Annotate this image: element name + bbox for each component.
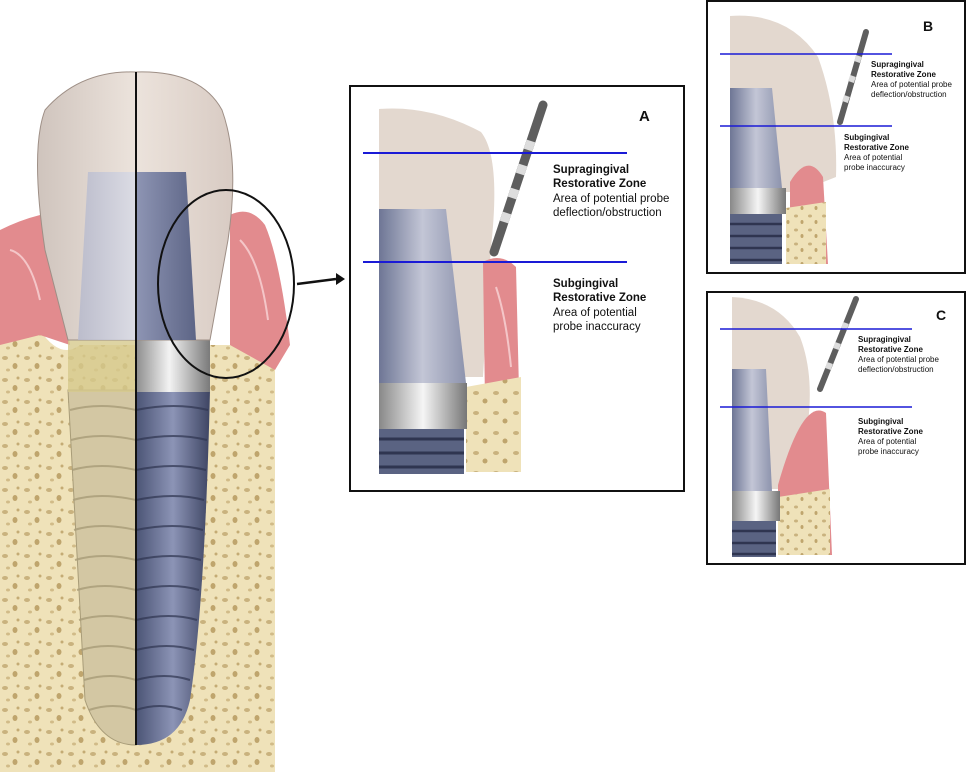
zone-title: Restorative Zone <box>858 345 923 354</box>
zone-description: deflection/obstruction <box>871 90 947 99</box>
implant-cross-section-illustration <box>0 0 345 772</box>
panel-c: C Supragingival Restorative Zone Area of… <box>706 291 966 565</box>
zone-title: Supragingival <box>553 164 630 176</box>
zone-title: Subgingival <box>858 417 904 426</box>
zone-description: Area of potential probe <box>871 80 952 89</box>
zone-description: probe inaccuracy <box>844 163 905 172</box>
zone-title: Supragingival <box>871 60 924 69</box>
zone-description: probe inaccuracy <box>553 321 641 334</box>
zone-title: Subgingival <box>553 278 619 290</box>
panel-b-illustration <box>720 15 892 264</box>
panel-letter: C <box>936 307 947 323</box>
zone-description: deflection/obstruction <box>858 365 934 374</box>
subgingival-zone-label: Subgingival Restorative Zone Area of pot… <box>553 277 646 335</box>
zone-description: Area of potential probe <box>858 355 939 364</box>
zone-description: Area of potential <box>553 306 637 319</box>
zone-title: Restorative Zone <box>844 143 909 152</box>
zone-description: probe inaccuracy <box>858 447 919 456</box>
zone-description: Area of potential <box>844 153 903 162</box>
supragingival-zone-label: Supragingival Restorative Zone Area of p… <box>858 335 939 375</box>
panel-c-illustration <box>720 296 912 557</box>
panel-b: B Supragingival Restorative Zone Area of… <box>706 0 966 274</box>
panel-a-illustration <box>363 100 627 474</box>
panel-letter: A <box>639 108 650 125</box>
zone-title: Restorative Zone <box>553 292 647 305</box>
subgingival-zone-label: Subgingival Restorative Zone Area of pot… <box>858 417 923 457</box>
magnify-region-oval <box>157 189 295 379</box>
supragingival-zone-label: Supragingival Restorative Zone Area of p… <box>871 60 952 100</box>
zone-description: deflection/obstruction <box>553 207 662 220</box>
supragingival-zone-label: Supragingival Restorative Zone Area of p… <box>553 163 669 221</box>
zone-description: Area of potential probe <box>553 192 670 205</box>
subgingival-zone-label: Subgingival Restorative Zone Area of pot… <box>844 133 909 173</box>
periodontal-probe-icon <box>489 100 548 257</box>
panel-a: A Supragingival Restorative Zone Area of… <box>349 85 685 492</box>
zone-description: Area of potential <box>858 437 917 446</box>
zone-title: Restorative Zone <box>871 70 936 79</box>
zone-title: Restorative Zone <box>553 178 647 191</box>
zone-title: Restorative Zone <box>858 427 923 436</box>
arrow-icon <box>336 273 345 285</box>
panel-letter: B <box>923 18 934 34</box>
zone-title: Subgingival <box>844 133 890 142</box>
zone-title: Supragingival <box>858 335 911 344</box>
